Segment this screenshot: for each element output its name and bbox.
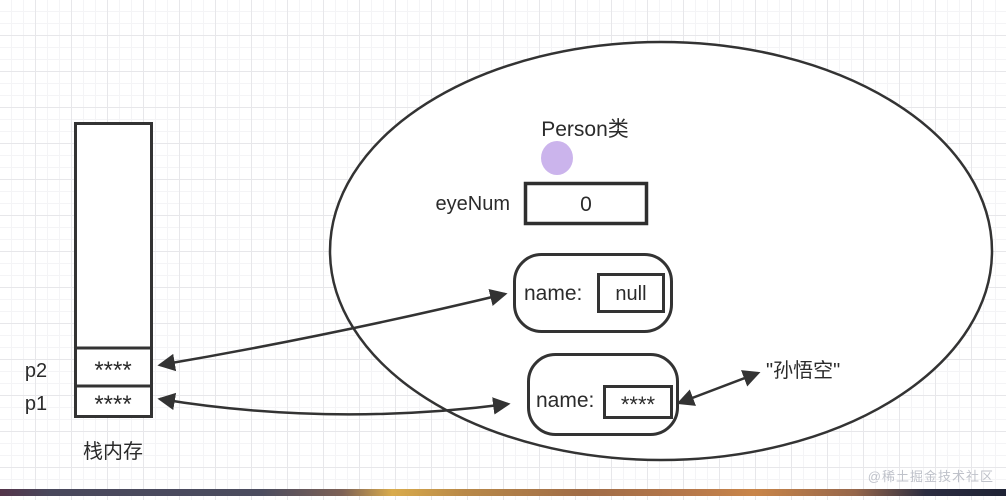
- video-progress-strip: [0, 489, 1006, 496]
- stack-cell-p2-label: p2: [25, 360, 47, 382]
- eyenum-value: 0: [580, 193, 592, 216]
- person-object-1: name: null: [513, 253, 673, 333]
- object2-value-box: [603, 385, 673, 419]
- object2-to-string-arrow: [676, 370, 761, 406]
- purple-dot-icon: [541, 141, 573, 175]
- watermark: @稀土掘金技术社区: [867, 469, 994, 484]
- p1-to-object2-arrow: [157, 392, 511, 416]
- stack-cell-p2-value: ****: [94, 357, 131, 384]
- stack-memory: p2 **** p1 **** 栈内存: [25, 122, 153, 463]
- stack-cell-p1-value: ****: [94, 391, 131, 418]
- person-object-2: name: ****: [527, 353, 679, 436]
- object2-value: ****: [621, 392, 656, 417]
- stack-memory-label: 栈内存: [83, 440, 143, 463]
- object2-field-label: name:: [536, 389, 594, 412]
- eyenum-value-box: [523, 181, 649, 226]
- object1-value-box: [597, 273, 665, 313]
- stack-cell-p1-label: p1: [25, 393, 47, 415]
- person-class-label: Person类: [541, 118, 629, 141]
- stack-outline: [74, 122, 153, 418]
- object1-value: null: [615, 283, 646, 305]
- p2-to-object1-arrow: [157, 288, 508, 372]
- string-literal-label: "孙悟空": [766, 359, 840, 382]
- object1-field-label: name:: [524, 282, 582, 305]
- eyenum-field-label: eyeNum: [436, 193, 510, 215]
